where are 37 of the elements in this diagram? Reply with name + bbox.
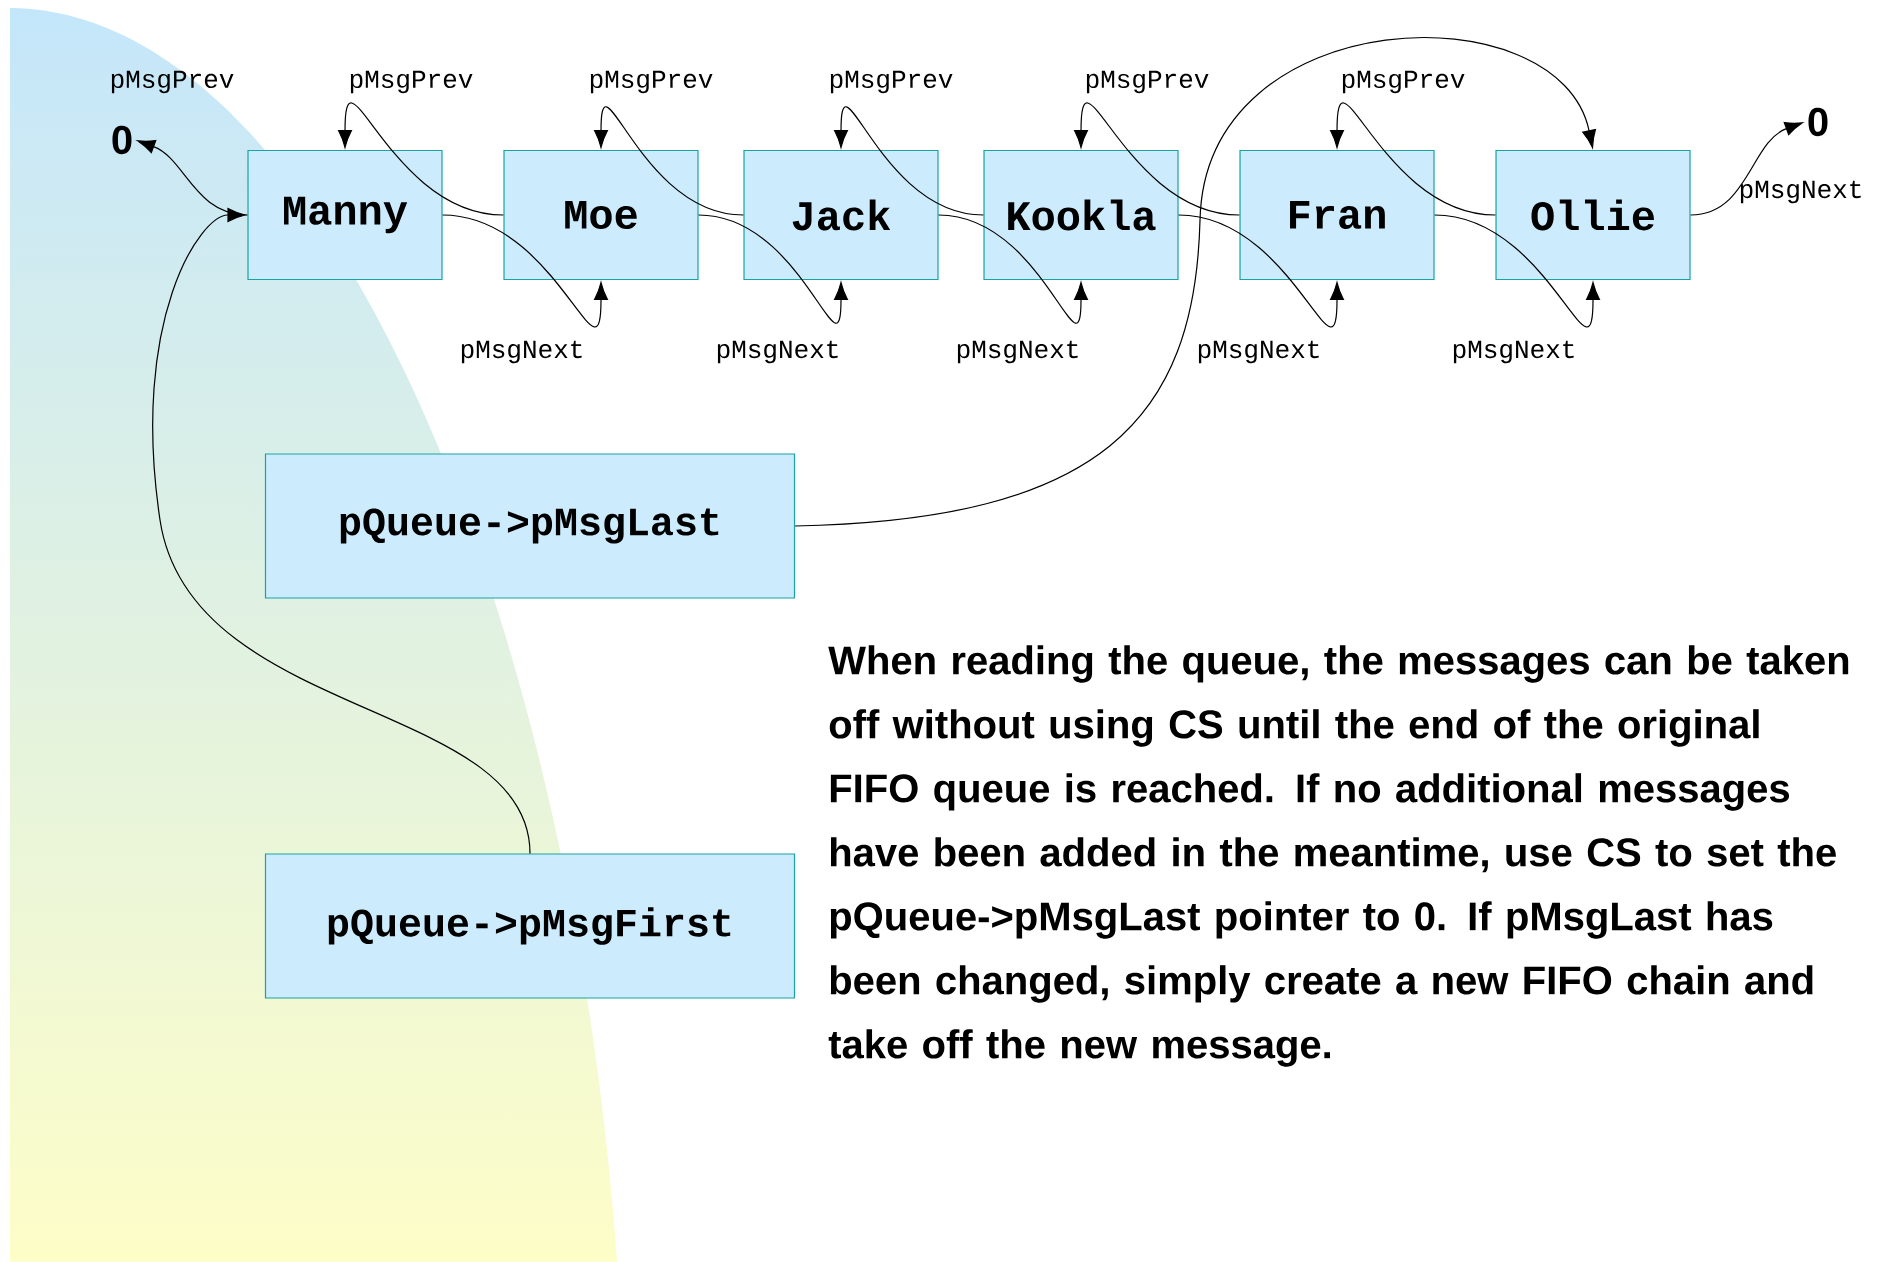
list-node-box: Jack <box>743 149 939 281</box>
null-value: 0 <box>112 125 132 155</box>
list-node-box: Ollie <box>1495 149 1691 281</box>
arrow <box>794 37 1596 527</box>
arrow <box>833 106 984 216</box>
arrow <box>1690 121 1803 216</box>
list-node-box: Manny <box>247 149 443 281</box>
pointer-box: pQueue->pMsgLast <box>264 453 796 599</box>
null-value: 0 <box>1808 107 1828 137</box>
arrow <box>698 214 849 324</box>
edge-label: pMsgNext <box>1740 180 1861 204</box>
edge-label: pMsgPrev <box>350 70 473 94</box>
list-node-box: Kookla <box>983 149 1179 281</box>
edge-label: pMsgPrev <box>1086 70 1209 94</box>
edge-label: pMsgPrev <box>1342 70 1465 94</box>
edge-label: pMsgPrev <box>111 70 234 94</box>
list-node-box: Moe <box>503 149 699 281</box>
arrow <box>1329 103 1496 216</box>
arrow <box>938 214 1089 324</box>
edge-label: pMsgNext <box>1198 340 1319 364</box>
arrow <box>152 207 531 854</box>
arrow <box>137 139 248 216</box>
edge-label: pMsgNext <box>461 340 582 364</box>
arrow <box>1178 214 1345 327</box>
explanation-text: When reading the queue, the messages can be taken off without using CS until the end of the original FIFO queue is reached. If no additional messages have been added in the meantime, use CS to set the pQueue->pMsgLast pointer to 0. If pMsgLast has been changed, simply create a new FIFO chain and take off the new message. <box>828 645 1849 1067</box>
edge-label: pMsgPrev <box>830 70 953 94</box>
edge-label: pMsgPrev <box>590 70 713 94</box>
arrow <box>1434 214 1601 327</box>
pointer-box: pQueue->pMsgFirst <box>264 853 796 999</box>
arrow <box>337 103 504 216</box>
arrow <box>1073 103 1240 216</box>
edge-label: pMsgNext <box>1453 340 1574 364</box>
arrow <box>442 214 609 327</box>
arrow <box>593 106 744 216</box>
edge-label: pMsgNext <box>717 340 838 364</box>
list-node-box: Fran <box>1239 149 1435 281</box>
edge-label: pMsgNext <box>957 340 1078 364</box>
